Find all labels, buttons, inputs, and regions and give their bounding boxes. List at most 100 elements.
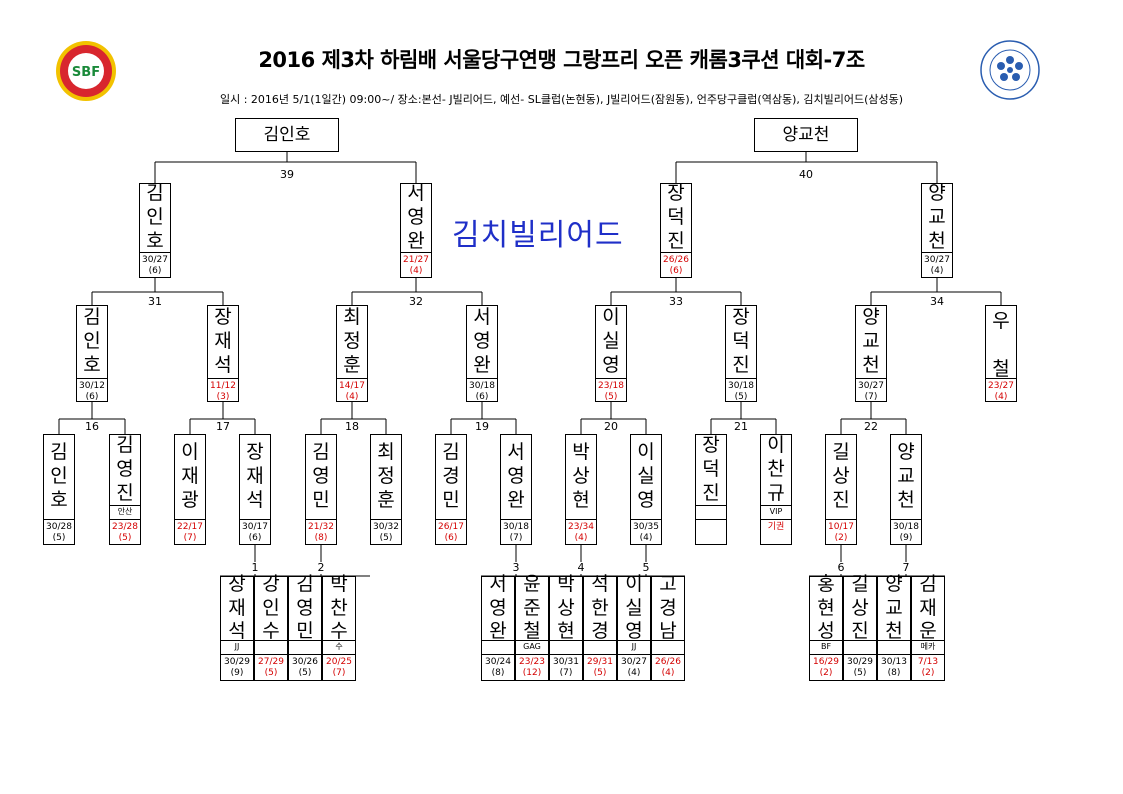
match-number: 16 — [83, 420, 101, 433]
score-cell: 30/27(6) — [140, 252, 170, 277]
score-cell: 26/26(6) — [661, 252, 691, 277]
score-value: 30/18 — [728, 381, 754, 391]
rank-value: (4) — [409, 266, 423, 276]
score-cell: 30/18(5) — [726, 378, 756, 402]
score-value: 20/25 — [326, 657, 352, 667]
rank-value: (5) — [853, 668, 867, 678]
score-cell: 23/18(5) — [596, 378, 626, 402]
score-value: 27/29 — [258, 657, 284, 667]
club-label: JJ — [221, 640, 253, 655]
score-value: 30/18 — [469, 381, 495, 391]
rank-value: (5) — [379, 533, 393, 543]
score-cell: 29/31(5) — [584, 654, 616, 680]
score-value: 23/34 — [568, 522, 594, 532]
match-number: 3 — [510, 561, 522, 574]
rank-value: (6) — [248, 533, 262, 543]
score-value: 23/18 — [598, 381, 624, 391]
rank-value: (4) — [661, 668, 675, 678]
score-value: 30/29 — [847, 657, 873, 667]
score-value: 30/18 — [503, 522, 529, 532]
score-value: 23/27 — [988, 381, 1014, 391]
score-cell: 기권 — [761, 519, 791, 544]
club-label: GAG — [516, 640, 548, 655]
sbf-logo-text: SBF — [72, 65, 100, 80]
page-title: 2016 제3차 하림배 서울당구연맹 그랑프리 오픈 캐롬3쿠션 대회-7조 — [258, 48, 865, 72]
rank-value: (7) — [864, 392, 878, 402]
score-cell: 23/34(4) — [566, 519, 596, 544]
rank-value: (8) — [491, 668, 505, 678]
score-value: 30/18 — [893, 522, 919, 532]
club-label: JJ — [618, 640, 650, 655]
score-value: 23/28 — [112, 522, 138, 532]
rank-value: (5) — [52, 533, 66, 543]
club-label: VIP — [761, 505, 791, 520]
club-label — [696, 505, 726, 520]
score-value: 21/32 — [308, 522, 334, 532]
score-cell: 30/27(4) — [922, 252, 952, 277]
match-number: 40 — [797, 168, 815, 181]
rank-value: (8) — [887, 668, 901, 678]
score-value: 26/26 — [655, 657, 681, 667]
score-cell: 11/12(3) — [208, 378, 238, 402]
score-cell: 16/29(2) — [810, 654, 842, 680]
match-number: 39 — [278, 168, 296, 181]
score-value: 30/31 — [553, 657, 579, 667]
score-value: 기권 — [767, 522, 785, 532]
score-value: 30/28 — [46, 522, 72, 532]
score-value: 30/12 — [79, 381, 105, 391]
rank-value: (2) — [921, 668, 935, 678]
match-number: 34 — [928, 295, 946, 308]
club-label: 수 — [323, 640, 355, 655]
score-cell: 30/18(7) — [501, 519, 531, 544]
club-label — [878, 640, 910, 655]
club-label — [289, 640, 321, 655]
score-cell: 30/24(8) — [482, 654, 514, 680]
match-number: 1 — [249, 561, 261, 574]
rank-value: (5) — [118, 533, 132, 543]
match-number: 2 — [315, 561, 327, 574]
score-cell: 30/18(9) — [891, 519, 921, 544]
rank-value: (4) — [639, 533, 653, 543]
rank-value: (6) — [669, 266, 683, 276]
score-value: 23/23 — [519, 657, 545, 667]
score-value: 30/24 — [485, 657, 511, 667]
score-cell: 30/29(5) — [844, 654, 876, 680]
rank-value: (6) — [85, 392, 99, 402]
score-value: 30/13 — [881, 657, 907, 667]
score-value: 30/27 — [142, 255, 168, 265]
score-cell: 23/23(12) — [516, 654, 548, 680]
score-cell: 21/27(4) — [401, 252, 431, 277]
score-cell: 30/13(8) — [878, 654, 910, 680]
rank-value: (3) — [216, 392, 230, 402]
score-cell: 20/25(7) — [323, 654, 355, 680]
rank-value: (4) — [627, 668, 641, 678]
club-label — [584, 640, 616, 655]
